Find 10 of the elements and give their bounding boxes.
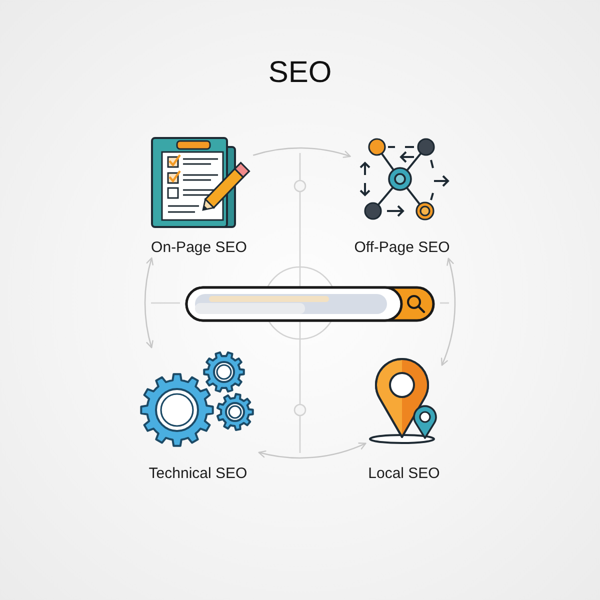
node-label: Technical SEO [148, 465, 248, 483]
node-label: Local SEO [368, 465, 440, 483]
curved-arrow [252, 148, 351, 158]
curved-arrow [144, 257, 154, 348]
curved-arrow [258, 442, 366, 459]
node-label: On-Page SEO [151, 239, 247, 257]
curved-arrow [440, 258, 456, 366]
node-label: Off-Page SEO [354, 239, 450, 257]
search-bar-icon [185, 286, 435, 322]
title: SEO [268, 55, 332, 91]
